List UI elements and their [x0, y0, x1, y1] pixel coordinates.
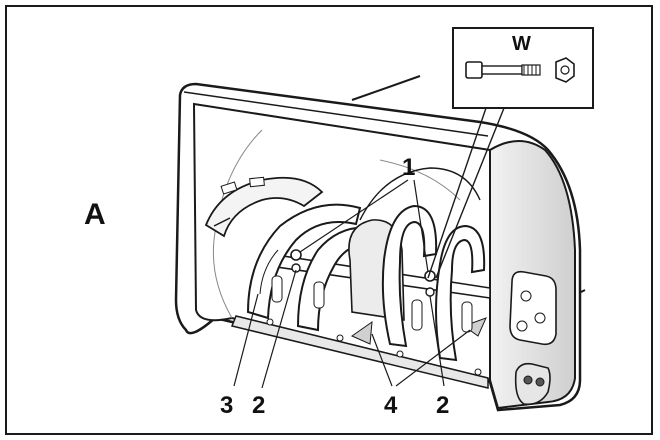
callout-4: 4: [384, 392, 398, 419]
leader-1a: [299, 179, 409, 253]
nut-icon: [555, 57, 575, 83]
scraper-hole: [266, 318, 274, 326]
housing-curve: [212, 129, 263, 319]
callout-2-left: 2: [252, 392, 266, 419]
callout-2-right: 2: [436, 392, 450, 419]
skid-bolt: [523, 375, 533, 385]
skid-shoe: [514, 362, 551, 406]
plate-bolt: [534, 312, 546, 324]
flight-notch: [213, 217, 231, 227]
leader-4a: [371, 333, 393, 387]
shear-bolt-left: [290, 249, 302, 261]
bearing-plate: [509, 270, 557, 346]
plate-bolt: [520, 290, 532, 302]
impeller-outline: [359, 167, 481, 221]
leader-4b: [395, 329, 471, 387]
plate-bolt: [516, 320, 528, 332]
shear-bolt-icon: [465, 61, 541, 79]
scraper-hole: [474, 368, 482, 376]
flight-slot: [313, 281, 325, 309]
auger-flight-left-back: [204, 176, 324, 238]
triangle-mark-left: [350, 320, 373, 345]
leader-2b: [429, 295, 445, 387]
flight-slot: [461, 301, 473, 333]
callout-1: 1: [402, 154, 416, 181]
leader-2a: [261, 269, 297, 389]
housing-curve-2: [379, 159, 461, 201]
scraper-bar: [230, 315, 489, 389]
skid-bolt: [535, 377, 545, 387]
leader-1b: [413, 179, 429, 273]
leader-3: [233, 293, 259, 387]
scraper-hole: [396, 350, 404, 358]
scraper-hole: [336, 334, 344, 342]
handle-bar: [351, 75, 421, 101]
callout-3: 3: [220, 392, 234, 419]
panel-label: A: [84, 198, 106, 231]
flight-tab: [249, 176, 265, 188]
flight-edge: [259, 249, 279, 295]
flight-slot: [271, 275, 283, 303]
housing-rim: [183, 91, 489, 137]
auger-flight-right-b: [435, 224, 486, 362]
flight-tab: [220, 181, 238, 195]
bolt-nut-right: [425, 287, 435, 297]
auger-flight-left-front: [246, 203, 362, 320]
inset-label: W: [512, 33, 531, 55]
inset-pointer-2: [435, 107, 505, 279]
inset-pointer: [427, 107, 487, 279]
flight-slot: [411, 299, 423, 331]
